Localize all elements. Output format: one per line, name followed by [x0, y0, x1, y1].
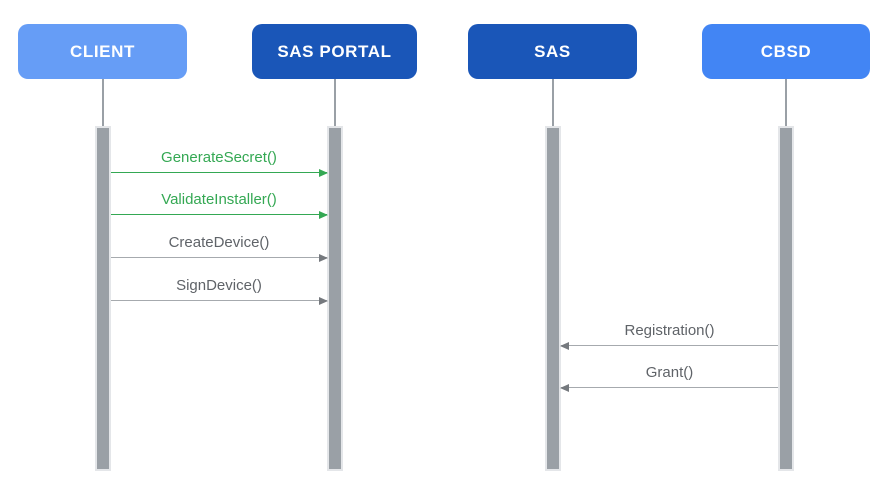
actor-box-cbsd: CBSD: [702, 24, 870, 79]
message-arrow-line: [111, 299, 327, 301]
activation-bar-sas: [545, 126, 561, 471]
message-label: GenerateSecret(): [161, 149, 277, 166]
activation-bar-cbsd: [778, 126, 794, 471]
lifeline-client: [102, 79, 104, 126]
message-validate-installer: ValidateInstaller(): [111, 191, 328, 219]
message-label: Grant(): [645, 364, 694, 381]
message-label: ValidateInstaller(): [161, 191, 277, 208]
message-arrow-line: [561, 386, 778, 388]
message-label: Registration(): [624, 322, 715, 339]
activation-bar-client: [95, 126, 111, 471]
message-arrow-line: [561, 344, 778, 346]
actor-box-client: CLIENT: [18, 24, 187, 79]
message-grant: Grant(): [560, 364, 778, 392]
message-registration: Registration(): [560, 322, 778, 350]
message-sign-device: SignDevice(): [111, 277, 328, 305]
arrowhead-right-icon: [319, 296, 328, 305]
message-create-device: CreateDevice(): [111, 234, 328, 262]
message-label: SignDevice(): [176, 277, 262, 294]
arrowhead-right-icon: [319, 168, 328, 177]
arrowhead-left-icon: [560, 341, 569, 350]
actor-box-sas-portal: SAS PORTAL: [252, 24, 417, 79]
arrowhead-left-icon: [560, 383, 569, 392]
arrowhead-right-icon: [319, 210, 328, 219]
arrowhead-right-icon: [319, 253, 328, 262]
message-arrow-line: [111, 213, 327, 215]
lifeline-sas: [552, 79, 554, 126]
message-arrow-line: [111, 256, 327, 258]
message-arrow-line: [111, 171, 327, 173]
lifeline-sas-portal: [334, 79, 336, 126]
message-label: CreateDevice(): [168, 234, 270, 251]
actor-box-sas: SAS: [468, 24, 637, 79]
activation-bar-sas-portal: [327, 126, 343, 471]
lifeline-cbsd: [785, 79, 787, 126]
message-generate-secret: GenerateSecret(): [111, 149, 328, 177]
